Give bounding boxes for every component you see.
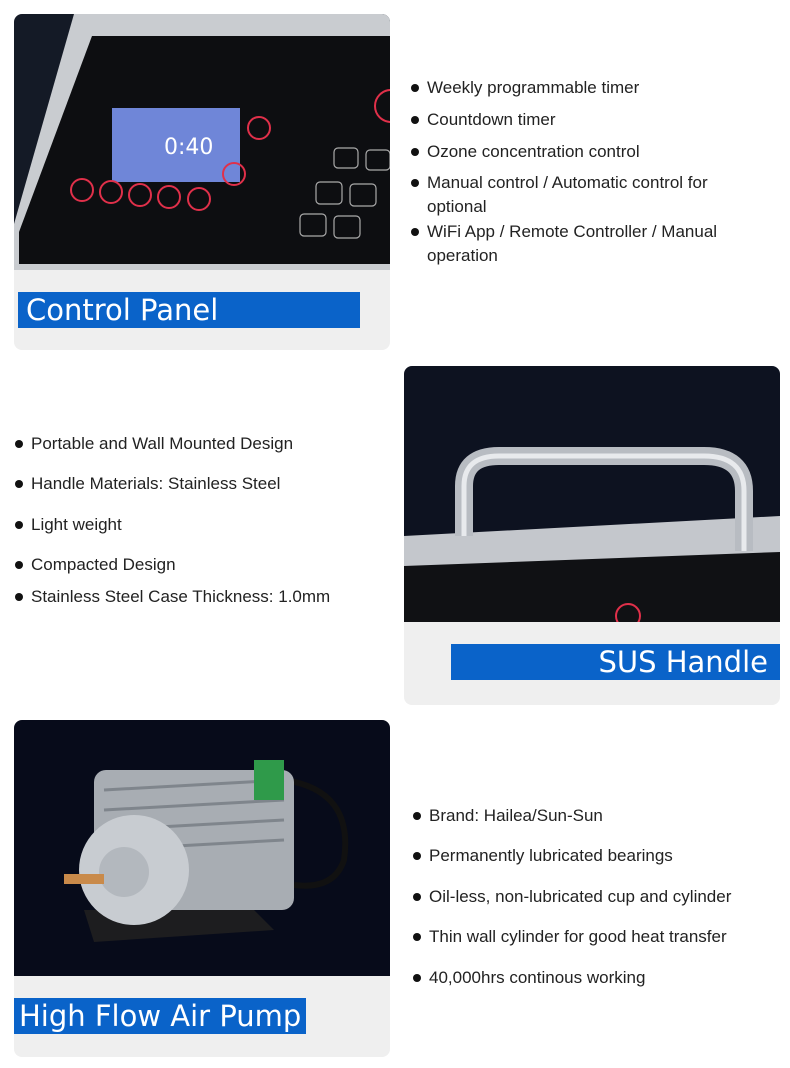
air-pump-image: [14, 720, 390, 976]
sus-handle-image: [404, 366, 780, 622]
feature-item: Portable and Wall Mounted Design: [14, 432, 394, 456]
sus-handle-features: Portable and Wall Mounted Design Handle …: [14, 432, 394, 609]
feature-item: Stainless Steel Case Thickness: 1.0mm: [14, 585, 394, 609]
display-time: 0:40: [164, 135, 213, 160]
sus-handle-card: SUS Handle: [404, 366, 780, 705]
air-pump-card: High Flow Air Pump: [14, 720, 390, 1057]
control-panel-title: Control Panel: [18, 292, 360, 328]
feature-item: Manual control / Automatic control for o…: [410, 171, 770, 219]
feature-item: Weekly programmable timer: [410, 76, 770, 100]
control-panel-image: 0:40: [14, 14, 390, 270]
control-panel-features: Weekly programmable timer Countdown time…: [410, 76, 770, 268]
feature-item: Light weight: [14, 513, 394, 537]
air-pump-title: High Flow Air Pump: [14, 998, 306, 1034]
feature-item: Compacted Design: [14, 553, 394, 577]
feature-item: Handle Materials: Stainless Steel: [14, 472, 394, 496]
air-pump-features: Brand: Hailea/Sun-Sun Permanently lubric…: [412, 804, 782, 990]
feature-item: 40,000hrs continous working: [412, 966, 782, 990]
feature-item: Thin wall cylinder for good heat transfe…: [412, 925, 782, 949]
feature-item: Oil-less, non-lubricated cup and cylinde…: [412, 885, 782, 909]
sus-handle-title: SUS Handle: [451, 644, 780, 680]
feature-item: Brand: Hailea/Sun-Sun: [412, 804, 782, 828]
feature-item: Ozone concentration control: [410, 140, 770, 164]
control-panel-card: 0:40 Control Panel: [14, 14, 390, 350]
feature-item: Countdown timer: [410, 108, 770, 132]
feature-item: Permanently lubricated bearings: [412, 844, 782, 868]
feature-item: WiFi App / Remote Controller / Manual op…: [410, 220, 770, 268]
